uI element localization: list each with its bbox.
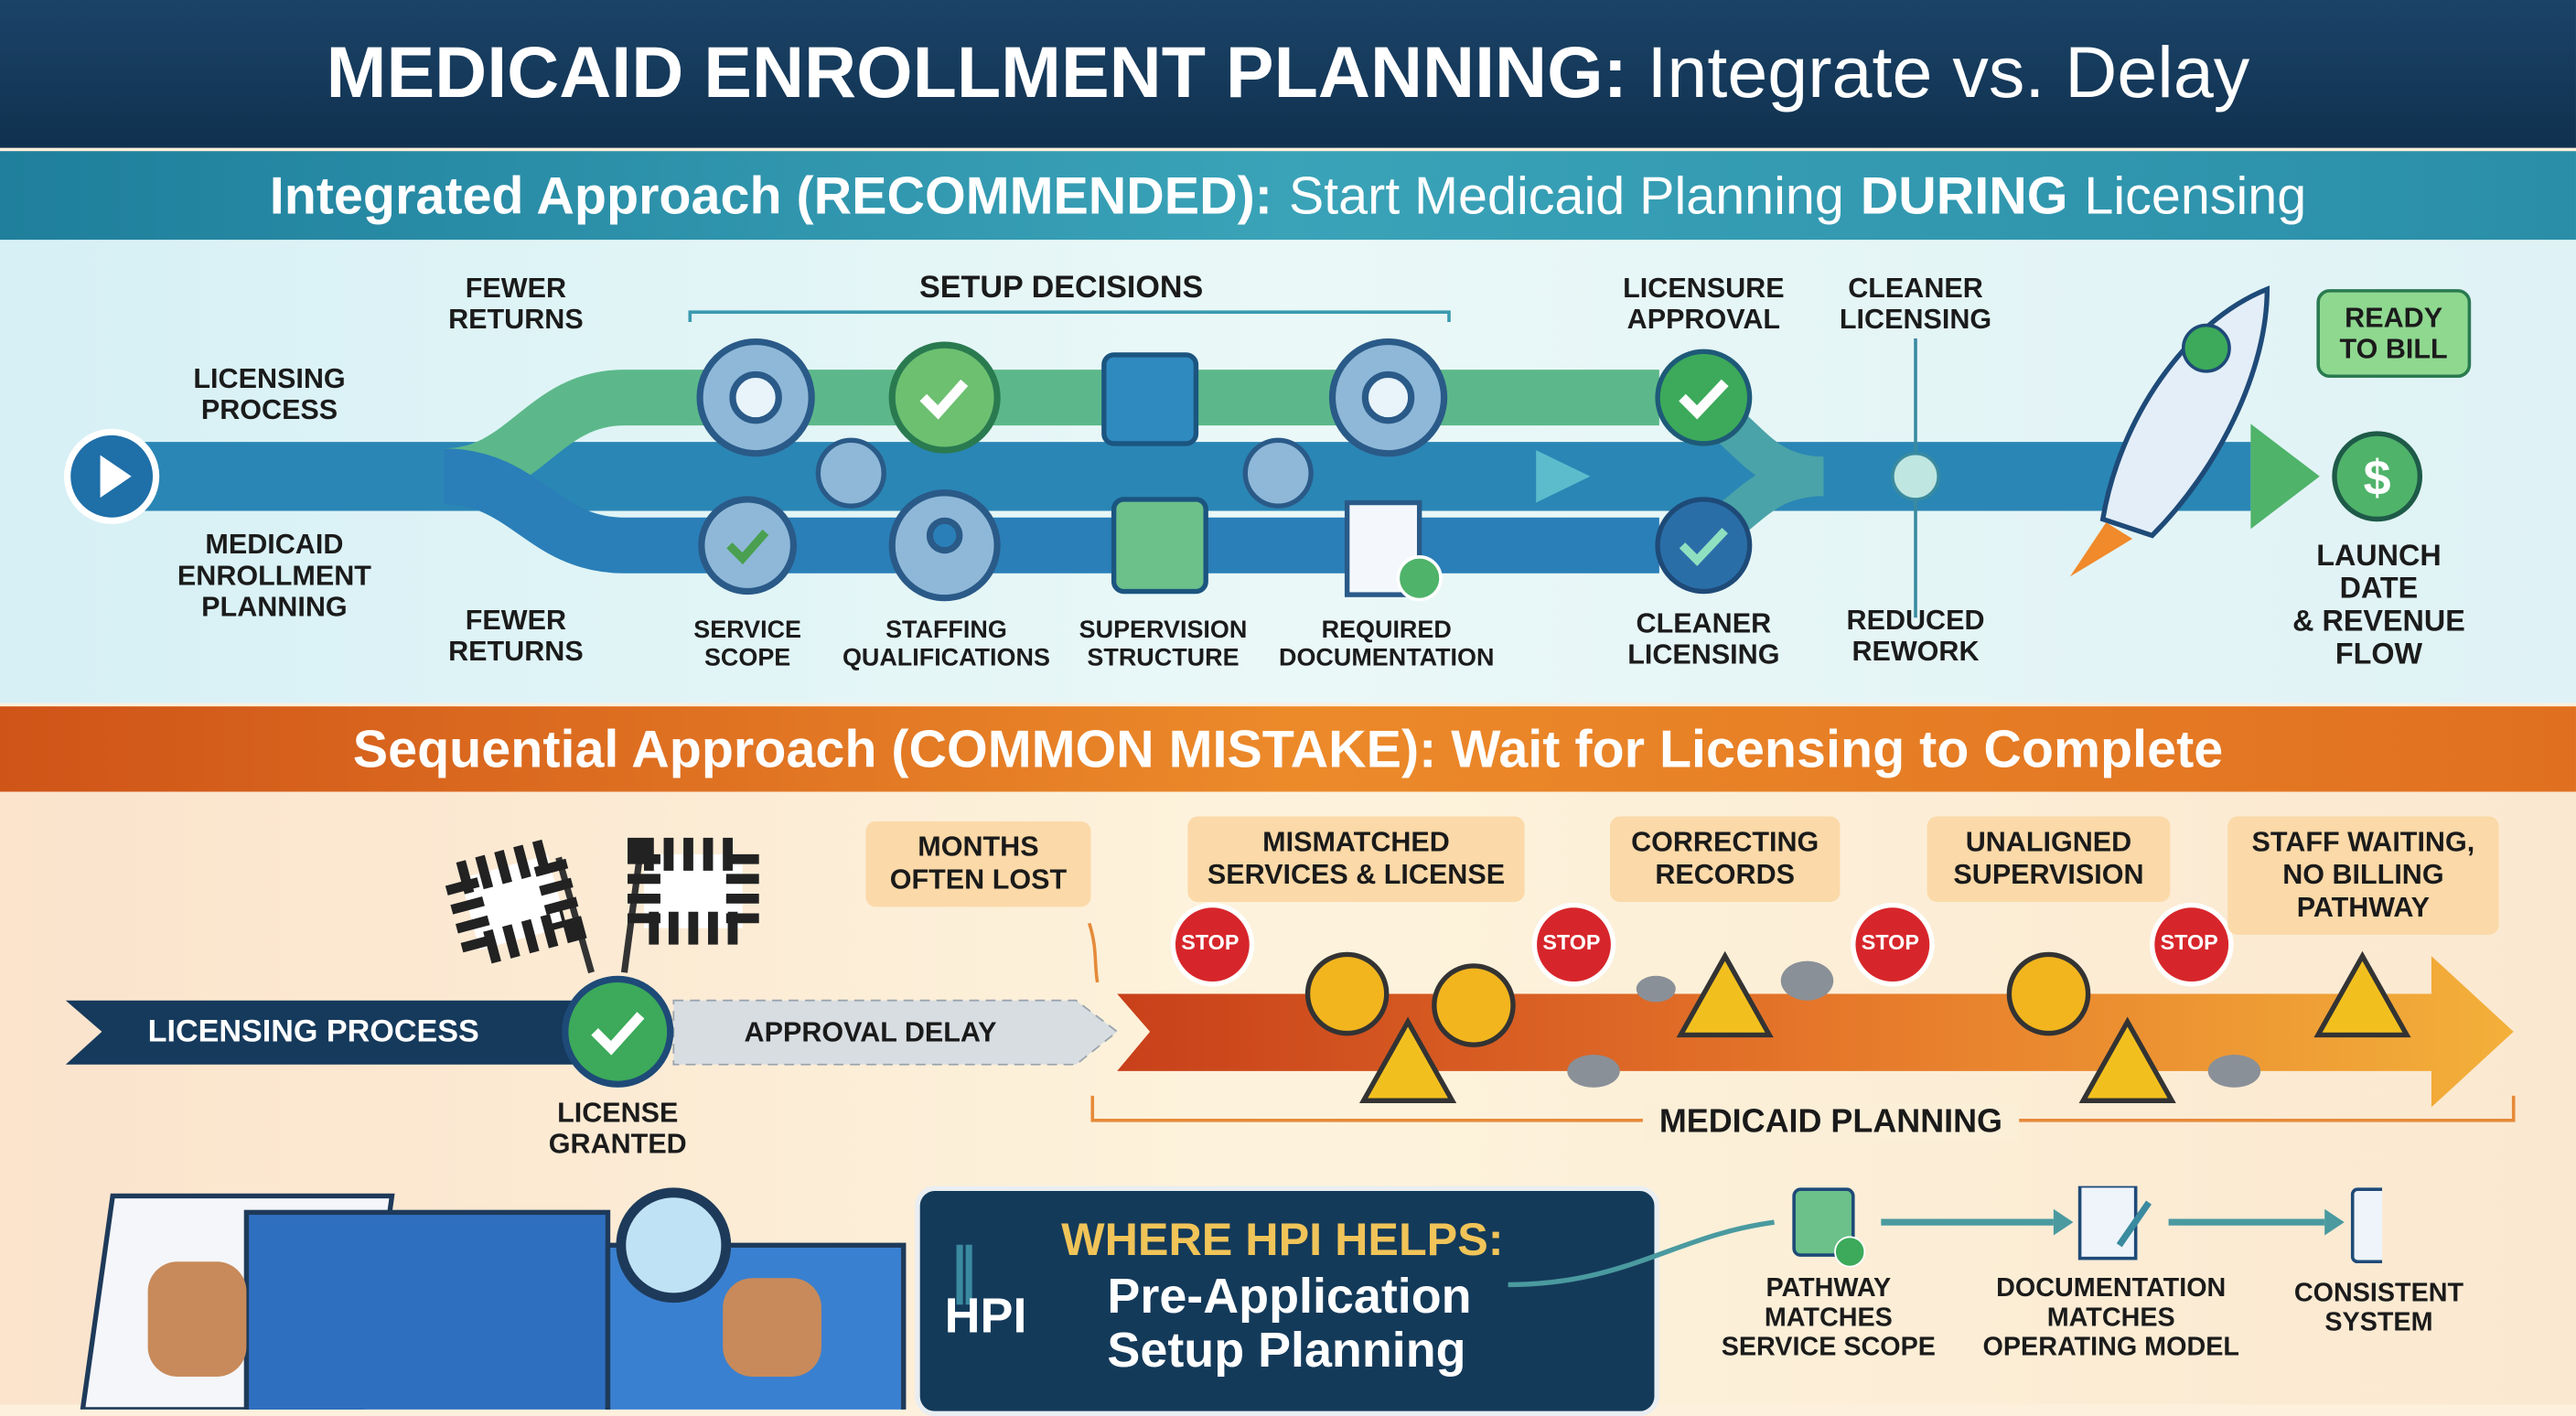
rocket-icon — [2069, 285, 2270, 577]
license-granted-label: LICENSE GRANTED — [548, 1097, 687, 1160]
junction-dot — [1891, 451, 1940, 501]
hpi-steps-connectors — [1508, 1185, 2383, 1288]
check-gear-icon — [698, 496, 798, 595]
blueprint-illustration — [80, 1187, 907, 1410]
page-title: MEDICAID ENROLLMENT PLANNING: Integrate … — [0, 0, 2576, 148]
approval-delay-label: APPROVAL DELAY — [744, 1016, 997, 1048]
approval-delay-arrow — [672, 999, 1119, 1066]
fewer-returns-label: FEWER RETURNS — [448, 273, 584, 336]
stop-text: STOP — [1181, 929, 1240, 955]
stop-sign-icon — [1170, 902, 2234, 987]
fewer-returns-label: FEWER RETURNS — [448, 604, 584, 668]
title-normal: Integrate vs. Delay — [1647, 32, 2250, 113]
stop-text: STOP — [1861, 929, 1919, 955]
hand-icon — [723, 1278, 821, 1377]
person-gear-icon — [888, 489, 1001, 602]
warning-triangle-icon — [1358, 950, 2411, 1103]
puzzle-check-icon — [1792, 1187, 1866, 1268]
hpi-callout-box: ∥ HPI WHERE HPI HELPS: Pre-Application S… — [915, 1185, 1659, 1416]
medicaid-planning-label: MEDICAID PLANNING — [1642, 1103, 2019, 1142]
step-label: DOCUMENTATION MATCHES OPERATING MODEL — [1982, 1274, 2239, 1362]
cleaner-licensing-label: CLEANER LICENSING — [1627, 607, 1780, 670]
check-circle-icon — [1655, 349, 1753, 446]
setup-bracket — [688, 310, 1451, 322]
rock-icon — [1567, 960, 2261, 1088]
title-bold: MEDICAID ENROLLMENT PLANNING: — [326, 32, 1627, 113]
stop-text: STOP — [2160, 929, 2218, 955]
hpi-line1: Pre-Application — [1107, 1270, 1472, 1325]
sequential-flow — [65, 834, 2516, 1122]
flow-diagram: $ — [64, 285, 2423, 618]
decision-label: REQUIRED DOCUMENTATION — [1279, 616, 1495, 672]
dollar-coin-icon: $ — [2332, 431, 2423, 522]
hpi-logo-mark: ∥ — [950, 1237, 980, 1304]
document-pen-icon — [2077, 1185, 2152, 1260]
arrow-icon — [1536, 450, 1591, 503]
callout-correcting: CORRECTING RECORDS — [1609, 816, 1841, 902]
callout-staff-waiting: STAFF WAITING, NO BILLING PATHWAY — [2227, 816, 2499, 935]
medicaid-lane — [442, 448, 1659, 574]
check-circle-icon — [562, 975, 674, 1088]
medicaid-planning-label: MEDICAID ENROLLMENT PLANNING — [177, 529, 371, 623]
sequential-section: LICENSING PROCESS APPROVAL DELAY LICENSE… — [0, 791, 2576, 1416]
svg-text:$: $ — [2364, 451, 2391, 506]
callout-unaligned: UNALIGNED SUPERVISION — [1927, 816, 2171, 902]
magnifier-icon — [616, 1187, 732, 1303]
licensing-process-label: LICENSING PROCESS — [193, 362, 346, 426]
reduced-rework-label: REDUCED REWORK — [1846, 604, 1985, 668]
u-turn-icon — [1304, 951, 2091, 1047]
decision-label: SERVICE SCOPE — [693, 616, 802, 672]
stop-text: STOP — [1542, 929, 1601, 955]
medicaid-planning-arrow — [1117, 956, 2514, 1108]
banner-text: DURING — [1860, 165, 2068, 225]
sequential-banner: Sequential Approach (COMMON MISTAKE): Wa… — [0, 706, 2576, 792]
hpi-line2: Setup Planning — [1107, 1324, 1466, 1378]
gear-icon — [1328, 338, 1448, 457]
banner-text: Licensing — [2084, 165, 2307, 225]
step-label: CONSISTENT SYSTEM — [2293, 1280, 2464, 1337]
callout-pointer — [1087, 922, 1100, 983]
hand-icon — [147, 1261, 247, 1377]
step-label: PATHWAY MATCHES SERVICE SCOPE — [1721, 1274, 1936, 1362]
document-icon — [1344, 499, 1443, 602]
banner-text: Integrated Approach (RECOMMENDED): — [269, 165, 1272, 225]
integrated-banner: Integrated Approach (RECOMMENDED): Start… — [0, 151, 2576, 241]
cleaner-licensing-label: CLEANER LICENSING — [1839, 273, 1992, 336]
decision-label: SUPERVISION STRUCTURE — [1079, 616, 1248, 672]
callout-months-lost: MONTHS OFTEN LOST — [865, 821, 1091, 907]
integrated-section: $ LICENSING PROCESS MEDICAID ENROLLMENT … — [0, 240, 2576, 703]
licensure-approval-label: LICENSURE APPROVAL — [1623, 273, 1785, 336]
launch-arrow — [2250, 424, 2320, 530]
gear-icon — [696, 338, 815, 457]
check-circle-icon — [1655, 497, 1753, 595]
puzzle-icon — [1111, 497, 1208, 595]
puzzle-icon — [1101, 352, 1199, 446]
launch-label: LAUNCH DATE & REVENUE FLOW — [2292, 539, 2465, 670]
banner-text: Start Medicaid Planning — [1288, 165, 1844, 225]
clipboard-icon — [2350, 1187, 2383, 1264]
licensing-process-arrow — [65, 1000, 612, 1065]
banner-text: Sequential Approach (COMMON MISTAKE): Wa… — [352, 718, 2224, 778]
hpi-heading: WHERE HPI HELPS: — [1061, 1214, 1504, 1265]
callout-mismatched: MISMATCHED SERVICES & LICENSE — [1187, 816, 1525, 902]
licensing-process-label: LICENSING PROCESS — [147, 1014, 479, 1050]
gear-icon — [815, 437, 1314, 509]
setup-decisions-heading: SETUP DECISIONS — [918, 271, 1204, 306]
decision-label: STAFFING QUALIFICATIONS — [842, 616, 1050, 672]
ready-to-bill-badge: READY TO BILL — [2316, 289, 2471, 379]
hpi-logo: HPI — [944, 1289, 1027, 1345]
checkered-flag-icon — [440, 834, 759, 974]
